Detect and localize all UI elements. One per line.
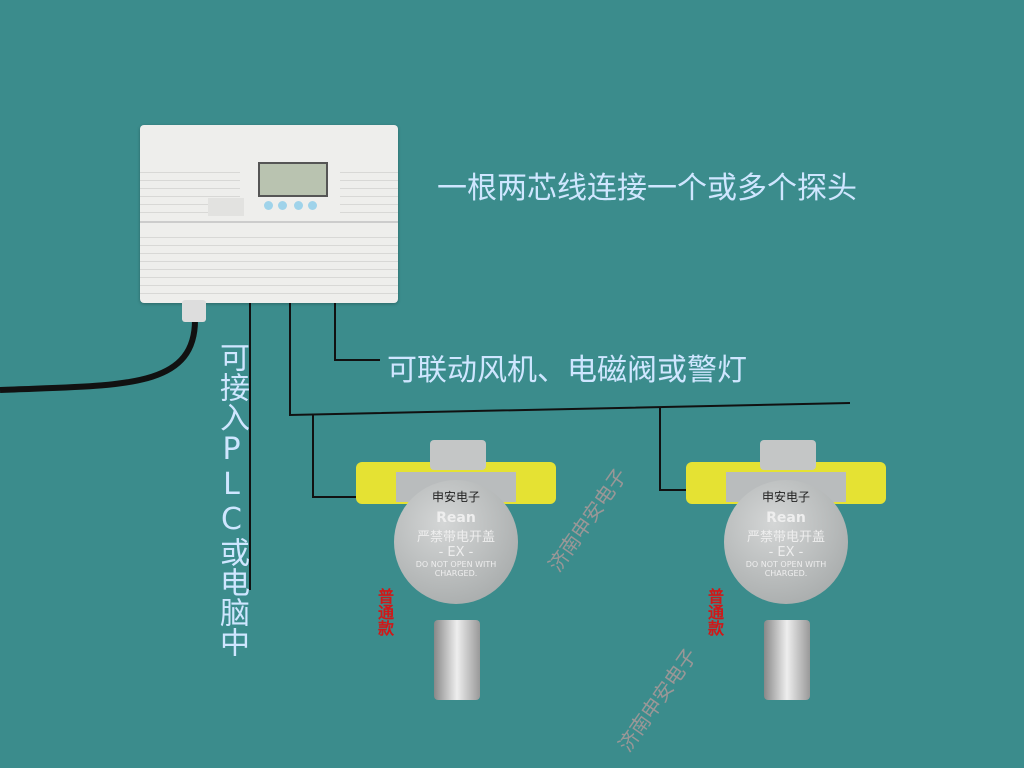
- bus-wire: [289, 302, 851, 417]
- ex-mark: - EX -: [438, 545, 474, 560]
- warning-text: DO NOT OPEN WITH CHARGED.: [745, 560, 827, 578]
- power-cable: [0, 319, 198, 393]
- brand-label: 申安电子: [761, 490, 810, 504]
- detector-cover: Rean 严禁带电开盖 - EX - DO NOT OPEN WITH CHAR…: [394, 480, 518, 604]
- caption-top: 一根两芯线连接一个或多个探头: [437, 171, 857, 206]
- warning-text: DO NOT OPEN WITH CHARGED.: [415, 560, 497, 578]
- detector-2-wire: [659, 408, 690, 491]
- detector-cover: Rean 严禁带电开盖 - EX - DO NOT OPEN WITH CHAR…: [724, 480, 848, 604]
- controller: [140, 125, 398, 303]
- ex-mark: - EX -: [768, 545, 804, 560]
- button-enter[interactable]: [308, 201, 317, 210]
- brand-label: 申安电子: [431, 490, 480, 504]
- sensor-head: [434, 620, 480, 700]
- lcd-display: [258, 162, 328, 197]
- button-down[interactable]: [294, 201, 303, 210]
- model-label-1: 普通款: [375, 588, 394, 636]
- caption-plc: 可接入PLC或电脑中: [214, 342, 249, 657]
- detector-1: Rean 严禁带电开盖 - EX - DO NOT OPEN WITH CHAR…: [356, 440, 556, 730]
- cover-text: 严禁带电开盖: [746, 530, 825, 545]
- model-label-2: 普通款: [705, 588, 724, 636]
- button-menu[interactable]: [264, 201, 273, 210]
- detector-1-wire: [312, 415, 360, 498]
- cable-gland: [182, 300, 206, 322]
- buzzer-grille: [208, 198, 244, 216]
- cover-text: 严禁带电开盖: [416, 530, 495, 545]
- linkage-wire: [334, 302, 380, 361]
- logo: Rean: [436, 510, 476, 526]
- caption-linkage: 可联动风机、电磁阀或警灯: [387, 353, 747, 388]
- detector-2: Rean 严禁带电开盖 - EX - DO NOT OPEN WITH CHAR…: [686, 440, 886, 730]
- button-up[interactable]: [278, 201, 287, 210]
- logo: Rean: [766, 510, 806, 526]
- sensor-head: [764, 620, 810, 700]
